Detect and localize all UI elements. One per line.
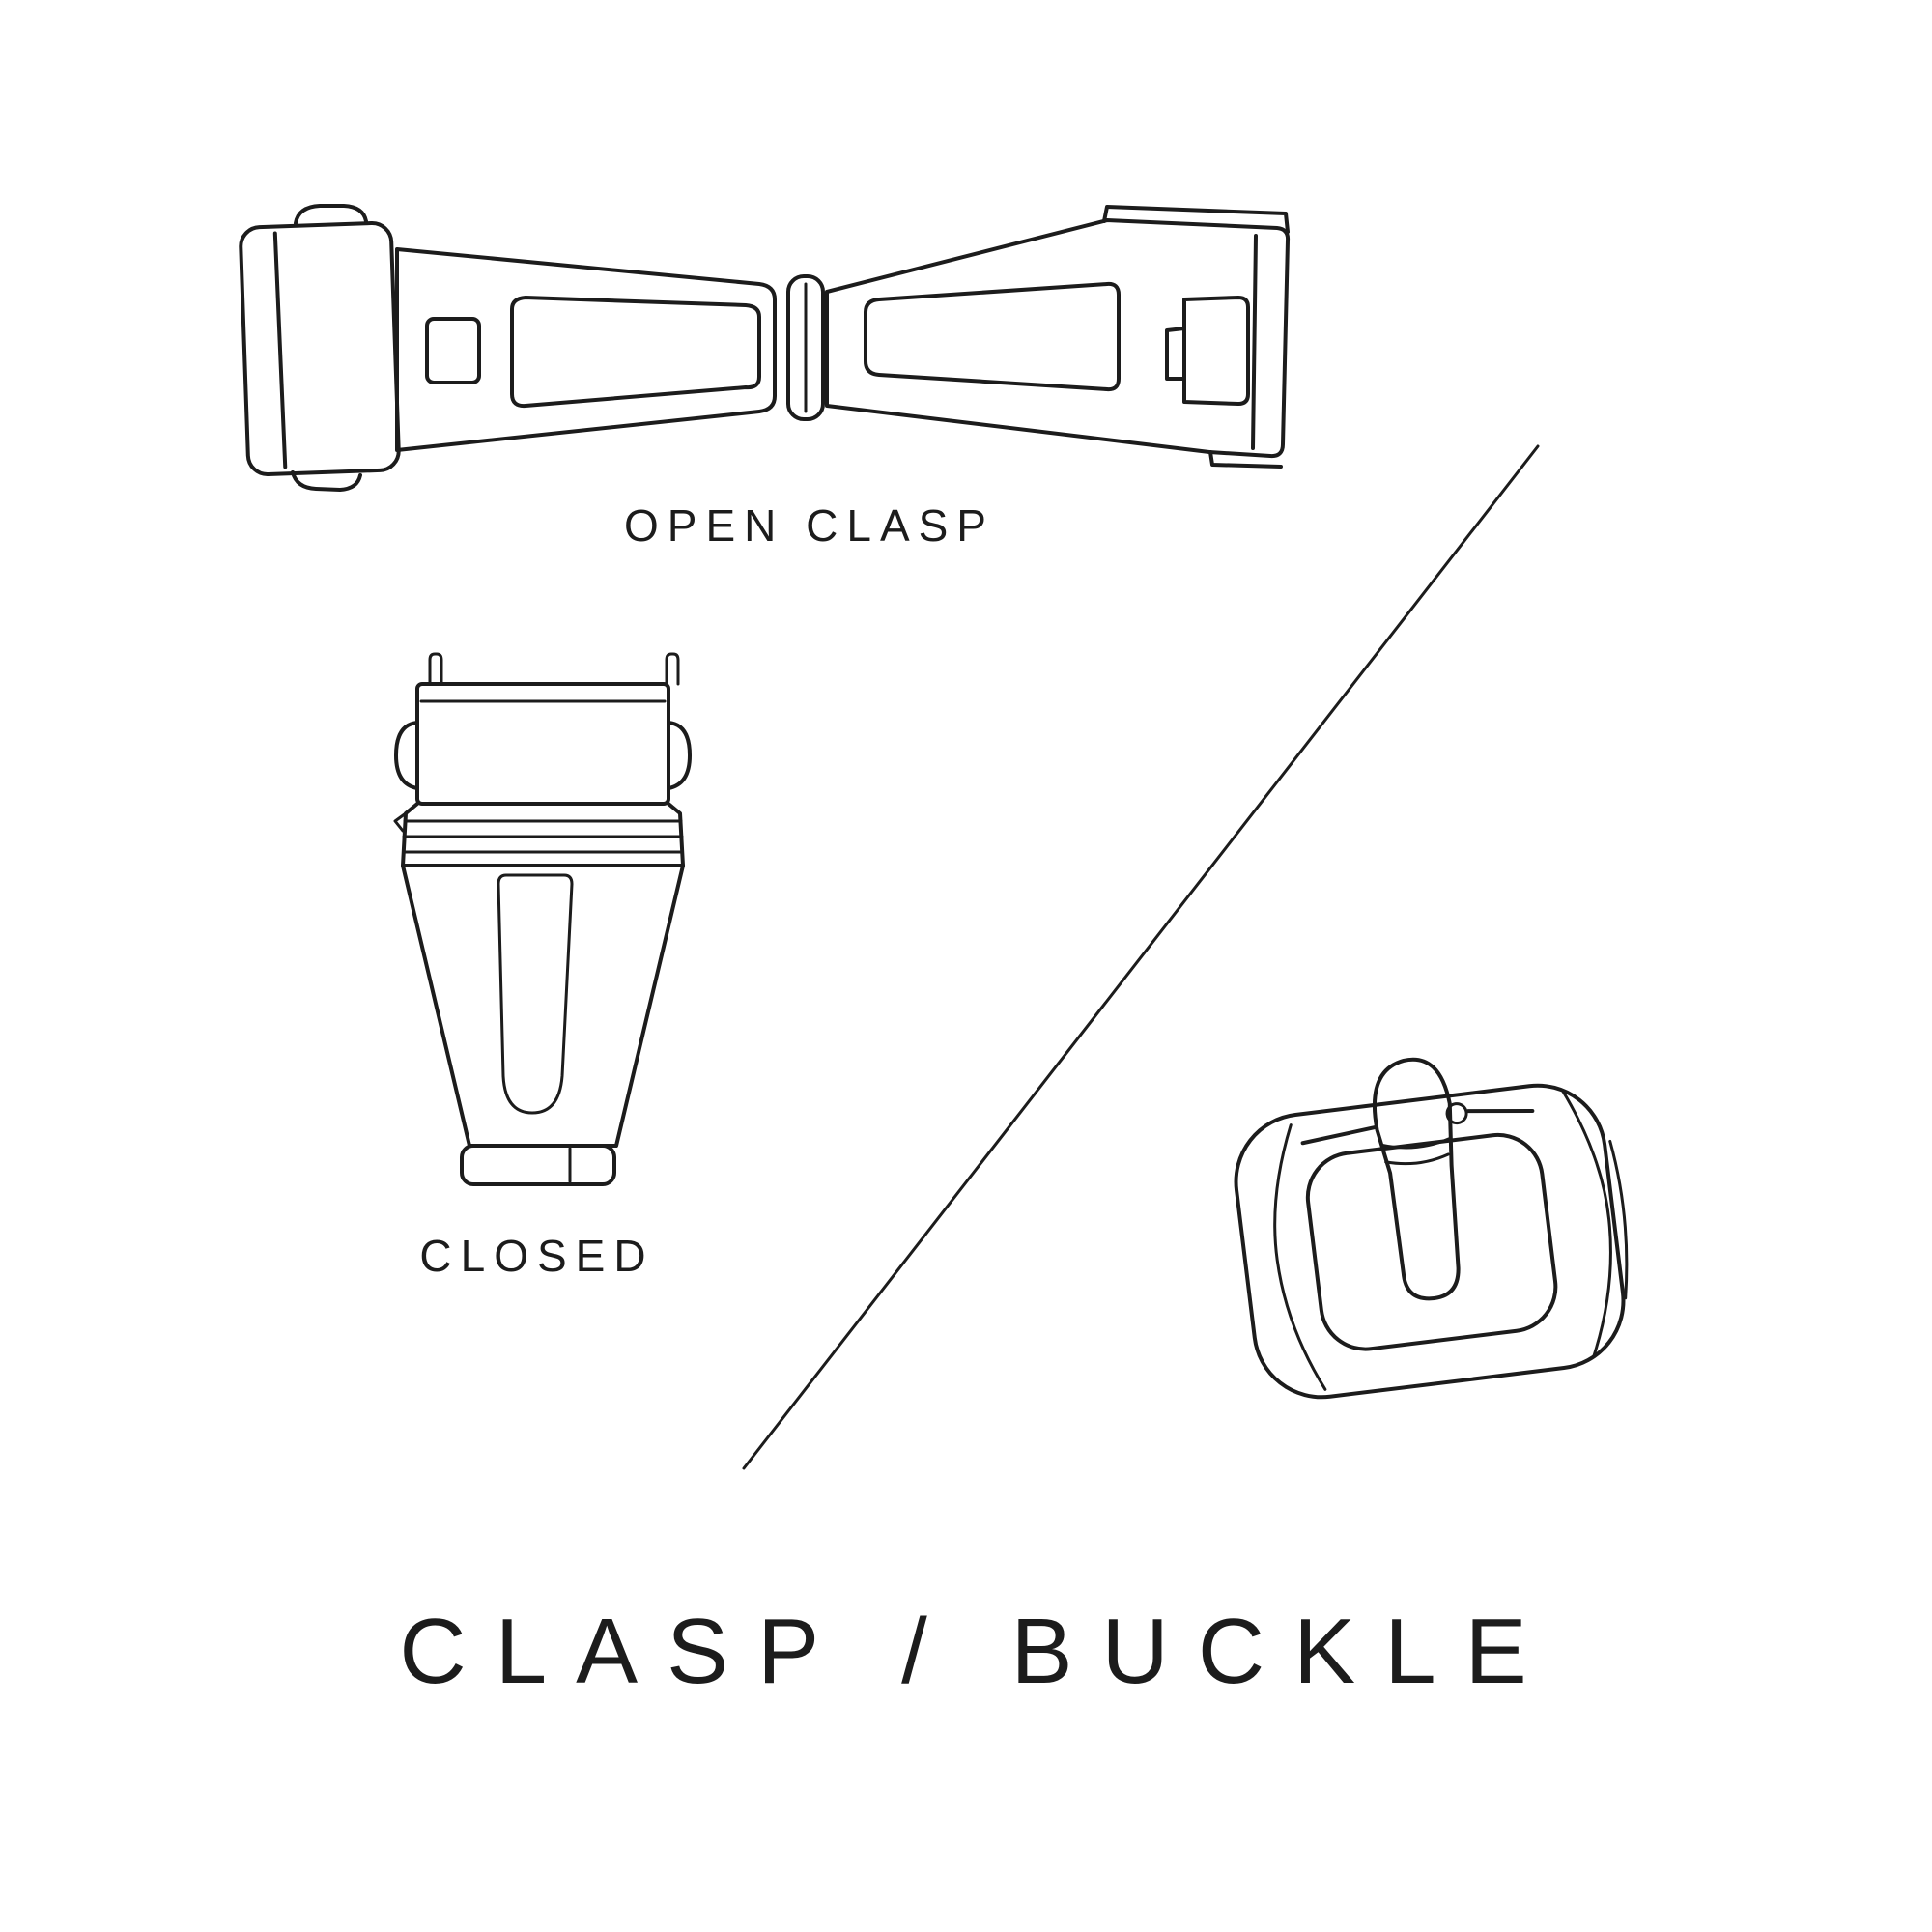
buckle-pin bbox=[1300, 1125, 1378, 1146]
buckle-tongue bbox=[1372, 1057, 1461, 1301]
open-clasp-notch bbox=[425, 317, 481, 384]
open-clasp-slot bbox=[1182, 296, 1250, 406]
buckle-pin-coil bbox=[1445, 1102, 1468, 1125]
buckle-illustration bbox=[1234, 1057, 1629, 1400]
open-clasp-label: OPEN CLASP bbox=[624, 500, 995, 551]
open-clasp-illustration bbox=[239, 204, 1291, 492]
closed-clasp-illustration bbox=[393, 652, 692, 1186]
divider-line bbox=[742, 444, 1540, 1470]
page-title: CLASP / BUCKLE bbox=[399, 1600, 1555, 1703]
open-clasp-endcap bbox=[239, 221, 401, 476]
open-clasp-hinge bbox=[786, 274, 825, 421]
closed-label: CLOSED bbox=[419, 1231, 654, 1281]
closed-clasp-slot bbox=[497, 873, 574, 1115]
